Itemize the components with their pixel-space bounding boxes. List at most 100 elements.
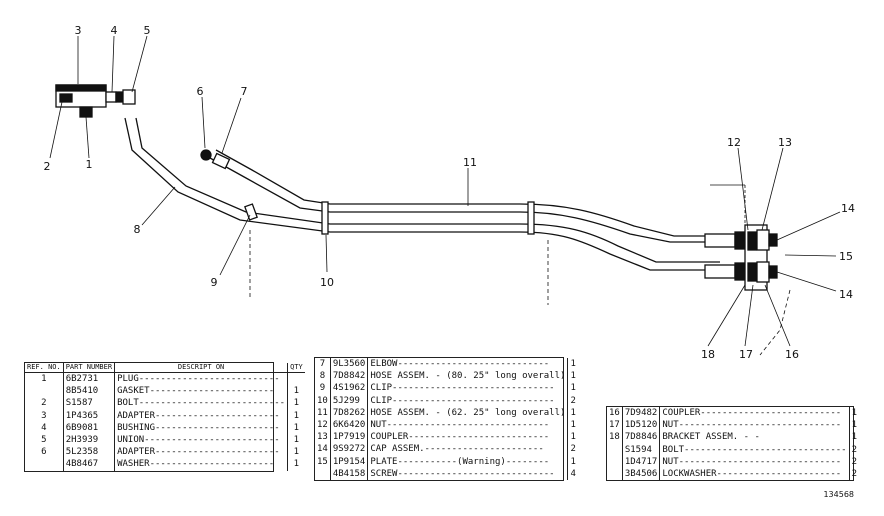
description-cell: CAP ASSEM.---------------------- <box>367 443 569 456</box>
description-cell: ADAPTER----------------------- <box>114 446 289 459</box>
description-cell: WASHER----------------------- <box>114 458 289 471</box>
ref-cell <box>607 443 623 456</box>
part-number-cell: 1P9154 <box>330 455 369 468</box>
description-cell: UNION------------------------- <box>114 434 289 447</box>
description-cell: PLUG-------------------------- <box>114 372 289 386</box>
qty-cell: 1 <box>570 371 576 382</box>
ref-cell: 2 <box>25 397 64 410</box>
callout-14-bottom: 14 <box>839 288 853 301</box>
ref-cell: 15 <box>315 455 331 468</box>
ref-cell: 17 <box>607 419 623 432</box>
description-cell: CLIP------------------------------ <box>367 394 569 407</box>
ref-cell <box>315 467 331 481</box>
header-part-number: PART NUMBER <box>63 363 116 373</box>
description-cell: BOLT--------------------------- <box>114 397 289 410</box>
qty-cell: 1 <box>570 383 576 394</box>
description-cell: NUT------------------------------ <box>659 419 850 432</box>
part-number-cell: 7D8262 <box>330 406 369 420</box>
description-cell: COUPLER-------------------------- <box>659 407 850 420</box>
qty-cell: 2 <box>570 395 576 406</box>
part-number-cell: S1587 <box>63 397 116 410</box>
ref-cell: 8 <box>315 370 331 383</box>
part-number-cell: 7D8842 <box>330 370 369 383</box>
part-number-cell: 5L2358 <box>63 446 116 459</box>
qty-cell: 1 <box>851 432 858 443</box>
qty-cell: 1 <box>293 398 300 409</box>
ref-cell: 3 <box>25 409 64 422</box>
header-qty: QTY <box>287 363 305 373</box>
part-number-cell: 5J299 <box>330 394 369 407</box>
description-cell: HOSE ASSEM. - (80. 25" long overall) <box>367 370 569 383</box>
part-number-cell: 9S9272 <box>330 443 369 456</box>
callout-10: 10 <box>320 276 334 289</box>
ref-cell: 6 <box>25 446 64 459</box>
part-number-cell: 8B5410 <box>63 385 116 398</box>
callout-18: 18 <box>701 348 715 361</box>
ref-cell: 9 <box>315 382 331 395</box>
part-number-cell: 4S1962 <box>330 382 369 395</box>
description-cell: BRACKET ASSEM. - - <box>659 431 850 444</box>
bracket-assembly <box>744 224 778 291</box>
ref-cell <box>607 468 623 481</box>
callout-2: 2 <box>44 160 51 173</box>
part-number-cell: S1594 <box>622 443 661 456</box>
description-cell: CLIP------------------------------ <box>367 382 569 395</box>
ref-cell <box>25 458 64 471</box>
ref-cell: 14 <box>315 443 331 456</box>
qty-cell: 1 <box>570 432 576 443</box>
callout-11: 11 <box>463 156 477 169</box>
part-number-cell: 6B2731 <box>63 372 116 386</box>
qty-cell: 1 <box>293 447 300 458</box>
ref-cell: 12 <box>315 419 331 432</box>
ref-cell: 5 <box>25 434 64 447</box>
description-cell: HOSE ASSEM. - (62. 25" long overall) <box>367 406 569 420</box>
qty-cell: 2 <box>851 469 858 480</box>
description-cell: SCREW----------------------------- <box>367 467 569 481</box>
description-cell: LOCKWASHER----------------------- <box>659 468 850 481</box>
callout-1: 1 <box>86 158 93 171</box>
header-ref: REF. NO. <box>25 363 64 373</box>
part-number-cell: 1P4365 <box>63 409 116 422</box>
ref-cell: 16 <box>607 407 623 420</box>
ref-cell: 18 <box>607 431 623 444</box>
qty-cell: 1 <box>293 422 300 433</box>
ref-cell: 1 <box>25 372 64 386</box>
ref-cell: 11 <box>315 406 331 420</box>
qty-cell: 1 <box>570 456 576 467</box>
qty-cell: 2 <box>851 456 858 467</box>
ref-cell: 4 <box>25 421 64 435</box>
qty-cell: 1 <box>293 459 300 470</box>
ref-cell: 13 <box>315 431 331 444</box>
description-cell: ADAPTER----------------------- <box>114 409 289 422</box>
part-number-cell: 2H3939 <box>63 434 116 447</box>
part-number-cell: 1P7919 <box>330 431 369 444</box>
hose-11-outline <box>209 157 710 243</box>
description-cell: ELBOW---------------------------- <box>367 358 569 371</box>
description-cell: NUT------------------------------ <box>659 455 850 469</box>
qty-cell: 1 <box>293 435 300 446</box>
callout-6: 6 <box>197 85 204 98</box>
callout-5: 5 <box>144 24 151 37</box>
ref-cell <box>607 455 623 469</box>
part-number-cell: 3B4506 <box>622 468 661 481</box>
figure-id: 134568 <box>823 490 854 499</box>
